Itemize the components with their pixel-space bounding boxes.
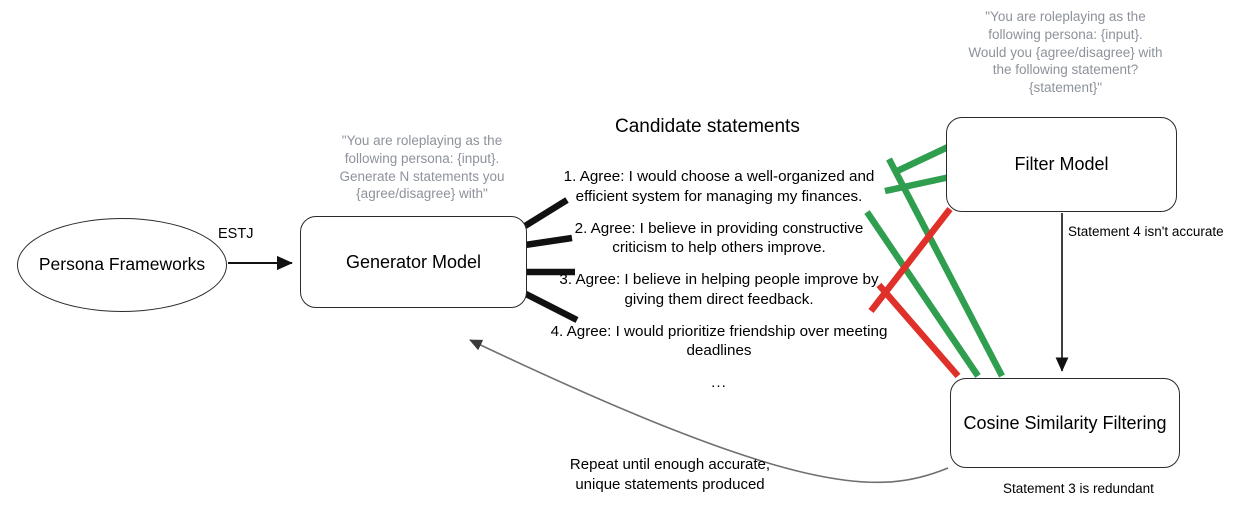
list-item: 1. Agree: I would choose a well-organize… [563, 168, 875, 205]
node-generator-model[interactable]: Generator Model [300, 216, 527, 308]
candidate-statements-heading: Candidate statements [615, 116, 800, 137]
edge-label-estj: ESTJ [218, 226, 254, 242]
list-item: 2. Agree: I believe in providing constru… [574, 219, 864, 257]
node-generator-model-label: Generator Model [345, 251, 482, 272]
filter-prompt-text: "You are roleplaying as the following pe… [968, 9, 1163, 96]
node-persona-frameworks[interactable]: Persona Frameworks [17, 218, 227, 312]
node-filter-model-label: Filter Model [1014, 154, 1109, 174]
candidate-statements-list: 1. Agree: I would choose a well-organize… [549, 167, 889, 393]
note-statement-3-redundant: Statement 3 is redundant [1003, 481, 1154, 496]
list-item: 3. Agree: I believe in helping people im… [559, 271, 879, 308]
edge-stmt4-to-cosine [876, 282, 961, 379]
list-item-ellipsis: ... [711, 374, 727, 391]
node-filter-model[interactable]: Filter Model [946, 117, 1177, 212]
node-cosine-similarity-filtering[interactable]: Cosine Similarity Filtering [950, 378, 1180, 468]
note-statement-4-inaccurate: Statement 4 isn't accurate [1068, 224, 1224, 239]
node-persona-frameworks-label: Persona Frameworks [38, 254, 206, 275]
edge-stmt2-to-filter [884, 173, 951, 195]
generator-prompt-text: "You are roleplaying as the following pe… [339, 133, 505, 202]
list-item: 4. Agree: I would prioritize friendship … [550, 322, 888, 360]
edge-stmt1-to-filter [891, 144, 950, 176]
node-cosine-similarity-filtering-label: Cosine Similarity Filtering [963, 412, 1167, 433]
note-repeat-loop: Repeat until enough accurate, unique sta… [569, 456, 771, 494]
